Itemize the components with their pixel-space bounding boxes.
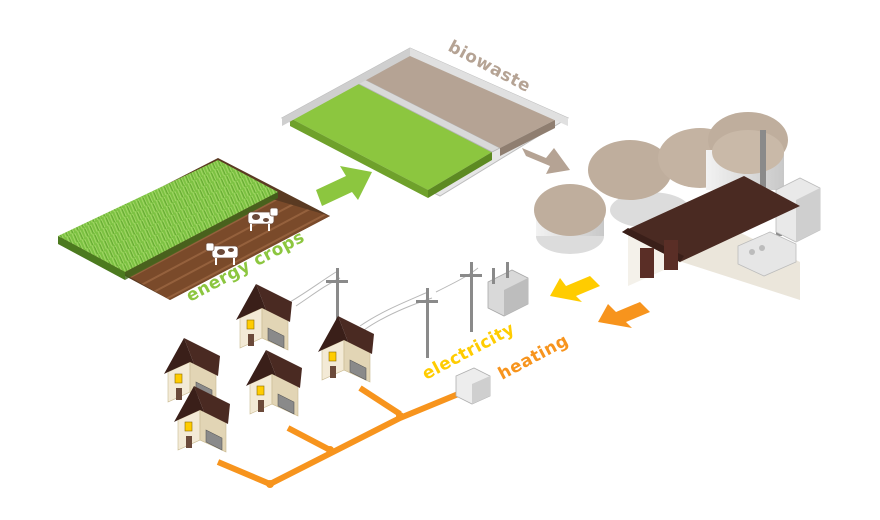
cow-1	[247, 207, 279, 231]
chimney-1	[760, 130, 766, 200]
crop-rows	[58, 160, 278, 272]
digester-dome-2	[588, 140, 672, 200]
pipe-joints	[266, 412, 404, 488]
heating-pipes	[216, 385, 470, 487]
heating-arrow	[598, 302, 650, 328]
power-lines	[289, 267, 479, 331]
silage-storage	[280, 47, 570, 198]
crop-field	[58, 158, 330, 300]
green-silage-bed	[290, 82, 492, 190]
plant-door-2	[664, 240, 678, 270]
power-pole-2	[416, 288, 438, 358]
power-pole-3	[460, 262, 482, 332]
biogas-plant	[534, 112, 821, 300]
house-3	[246, 350, 302, 417]
electricity-arrow	[550, 276, 600, 302]
power-pole-1	[326, 268, 348, 338]
house-2	[236, 284, 292, 351]
biowaste-arrow	[522, 148, 570, 174]
heat-exchanger	[455, 367, 491, 405]
houses	[164, 284, 374, 453]
plant-door-1	[640, 248, 654, 278]
digester-dome-1	[534, 184, 606, 236]
house-5	[318, 316, 374, 383]
cow-2	[205, 242, 239, 265]
generator-unit	[737, 231, 797, 277]
house-4	[174, 386, 230, 453]
biowaste-bed	[362, 52, 555, 148]
green-arrow	[316, 166, 372, 206]
transformer	[487, 262, 529, 317]
